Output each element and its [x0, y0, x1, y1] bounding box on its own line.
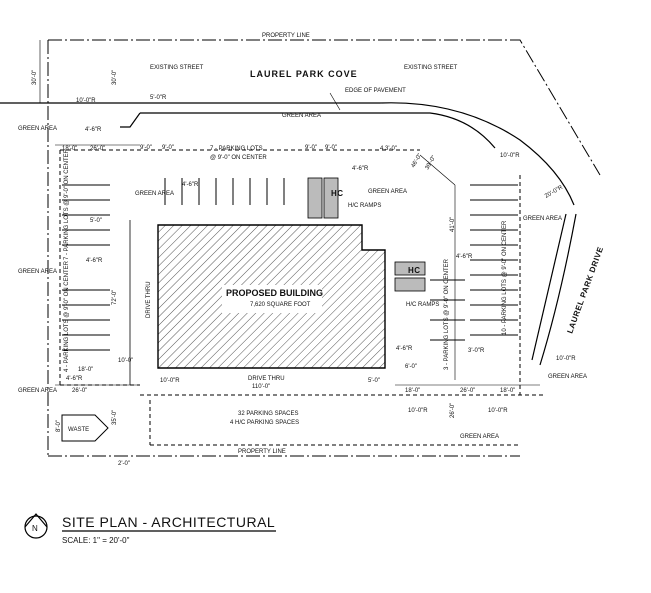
edge-of-pavement-label: EDGE OF PAVEMENT: [345, 88, 406, 94]
dim-9-b: 9'-0": [162, 145, 174, 151]
hc-label-top: HC: [331, 189, 344, 198]
plan-scale: SCALE: 1" = 20'-0": [62, 536, 130, 545]
green-area-mid: GREEN AREA: [368, 189, 407, 195]
green-area-bottom: GREEN AREA: [460, 434, 499, 440]
existing-street-left: EXISTING STREET: [150, 65, 204, 71]
green-area-top: GREEN AREA: [282, 113, 321, 119]
dimension-lines: [39, 40, 540, 386]
hc-label-right: HC: [408, 266, 421, 275]
dim-41: 41'-0": [450, 217, 456, 232]
green-area-left-bottom: GREEN AREA: [18, 388, 57, 394]
existing-street-right: EXISTING STREET: [404, 65, 458, 71]
dim-18-br: 18'-0": [405, 388, 420, 394]
green-area-left-top: GREEN AREA: [18, 126, 57, 132]
dim-18-tl: 18'-0": [62, 146, 77, 152]
dim-2: 2'-0": [118, 461, 130, 467]
dim-46r-mid: 4'-6"R: [352, 166, 369, 172]
building-name: PROPOSED BUILDING: [226, 288, 323, 298]
hc-stall-3: [394, 261, 426, 276]
dim-9-c: 9'-0": [305, 145, 317, 151]
parking-left-label: 7 - PARKING LOTS @ 9'-0" ON CENTER: [64, 148, 70, 260]
dim-10r-drive: 10'-0"R: [556, 356, 576, 362]
dim-46: 46'-0": [411, 153, 424, 169]
waste-enclosure: [61, 414, 109, 442]
dim-5: 5'-0": [90, 218, 102, 224]
dim-46r-bl: 4'-6"R: [66, 376, 83, 382]
hc-ramps-right: H/C RAMPS: [406, 302, 439, 308]
dim-9-d: 9'-0": [325, 145, 337, 151]
waste-label: WASTE: [68, 427, 89, 433]
property-line-bottom-label: PROPERTY LINE: [238, 449, 286, 455]
property-line-top-label: PROPERTY LINE: [262, 33, 310, 39]
hc-stall-2: [323, 177, 339, 219]
drive-thru-vertical: DRIVE THRU: [146, 281, 152, 318]
dim-5-br: 5'-0": [368, 378, 380, 384]
dim-3r: 3'-0"R: [468, 348, 485, 354]
drive-thru-horizontal: DRIVE THRU: [248, 376, 285, 382]
building-area: 7,620 SQUARE FOOT: [250, 302, 311, 308]
parking-stalls-mid: [430, 279, 465, 341]
hc-ramps-top: H/C RAMPS: [348, 203, 381, 209]
dim-30-mid: 30'-0": [112, 70, 118, 85]
dim-18-far: 18'-0": [500, 388, 515, 394]
dim-18-bl: 18'-0": [78, 367, 93, 373]
property-line: [47, 39, 601, 457]
dim-10r-bl: 10'-0"R: [160, 378, 180, 384]
building-label-box: [222, 285, 322, 313]
green-area-left-inner: GREEN AREA: [135, 191, 174, 197]
dim-43: 4.3'-0": [380, 146, 397, 152]
parking-right-label: 10 - PARKING LOTS @ 9'-0" ON CENTER: [502, 220, 508, 335]
north-label: N: [32, 524, 38, 533]
green-area-left-mid: GREEN AREA: [18, 269, 57, 275]
parking-stalls-right: [470, 184, 518, 336]
hc-stall-4: [394, 277, 426, 292]
edge-leader: [329, 92, 341, 111]
road-curbs: [0, 102, 577, 366]
dim-26-bl: 26'-0": [72, 388, 87, 394]
dim-30-left: 30'-0": [32, 70, 38, 85]
dim-6: 6'-0": [405, 364, 417, 370]
parking-stalls-top: [164, 178, 285, 205]
parking-left2-label: 4 - PARKING LOTS @ 9'-0" ON CENTER: [64, 260, 70, 372]
parking-mid-label: 3 - PARKING LOTS @ 9'-0" ON CENTER: [444, 258, 450, 370]
dim-72: 72'-0": [112, 290, 118, 305]
hc-spaces: 4 H/C PARKING SPACES: [230, 420, 299, 426]
dim-5r: 5'-0"R: [150, 95, 167, 101]
parking-stalls-left: [62, 184, 110, 351]
dim-46r-right: 4'-6"R: [456, 254, 473, 260]
hc-stall-1: [307, 177, 323, 219]
drive-thru-length: 110'-0": [252, 384, 270, 390]
dim-46r-right2: 4'-6"R: [396, 346, 413, 352]
dim-10r: 10'-0"R: [76, 98, 96, 104]
total-spaces: 32 PARKING SPACES: [238, 411, 298, 417]
dim-10r-b1: 10'-0"R: [408, 408, 428, 414]
dim-35: 35'-0": [112, 410, 118, 425]
dim-20r: 20'-0"R: [544, 184, 565, 199]
dim-46r-left: 4'-6"R: [86, 258, 103, 264]
green-area-right: GREEN AREA: [523, 216, 562, 222]
green-area-right-bottom: GREEN AREA: [548, 374, 587, 380]
dim-10-left: 10'-0": [118, 358, 133, 364]
plan-title: SITE PLAN - ARCHITECTURAL: [62, 514, 275, 530]
dim-10r-b2: 10'-0"R: [488, 408, 508, 414]
parking-top-count: 7 - PARKING LOTS: [210, 146, 263, 152]
dim-46r-tl: 4'-6"R: [85, 127, 102, 133]
street-name: LAUREL PARK COVE: [250, 69, 358, 79]
dim-46r-bldg: 4'-6"R: [182, 182, 199, 188]
drive-name: LAUREL PARK DRIVE: [565, 245, 605, 334]
parking-top-oc: @ 9'-0" ON CENTER: [210, 155, 267, 161]
dim-26-v: 26'-0": [450, 403, 456, 418]
north-arrow-icon: [24, 513, 48, 528]
dim-9-a: 9'-0": [140, 145, 152, 151]
dim-10r-right: 10'-0"R: [500, 153, 520, 159]
dim-8: 8'-0": [56, 420, 62, 432]
dim-26-tl: 26'-0": [90, 146, 105, 152]
dim-26-br: 26'-0": [460, 388, 475, 394]
